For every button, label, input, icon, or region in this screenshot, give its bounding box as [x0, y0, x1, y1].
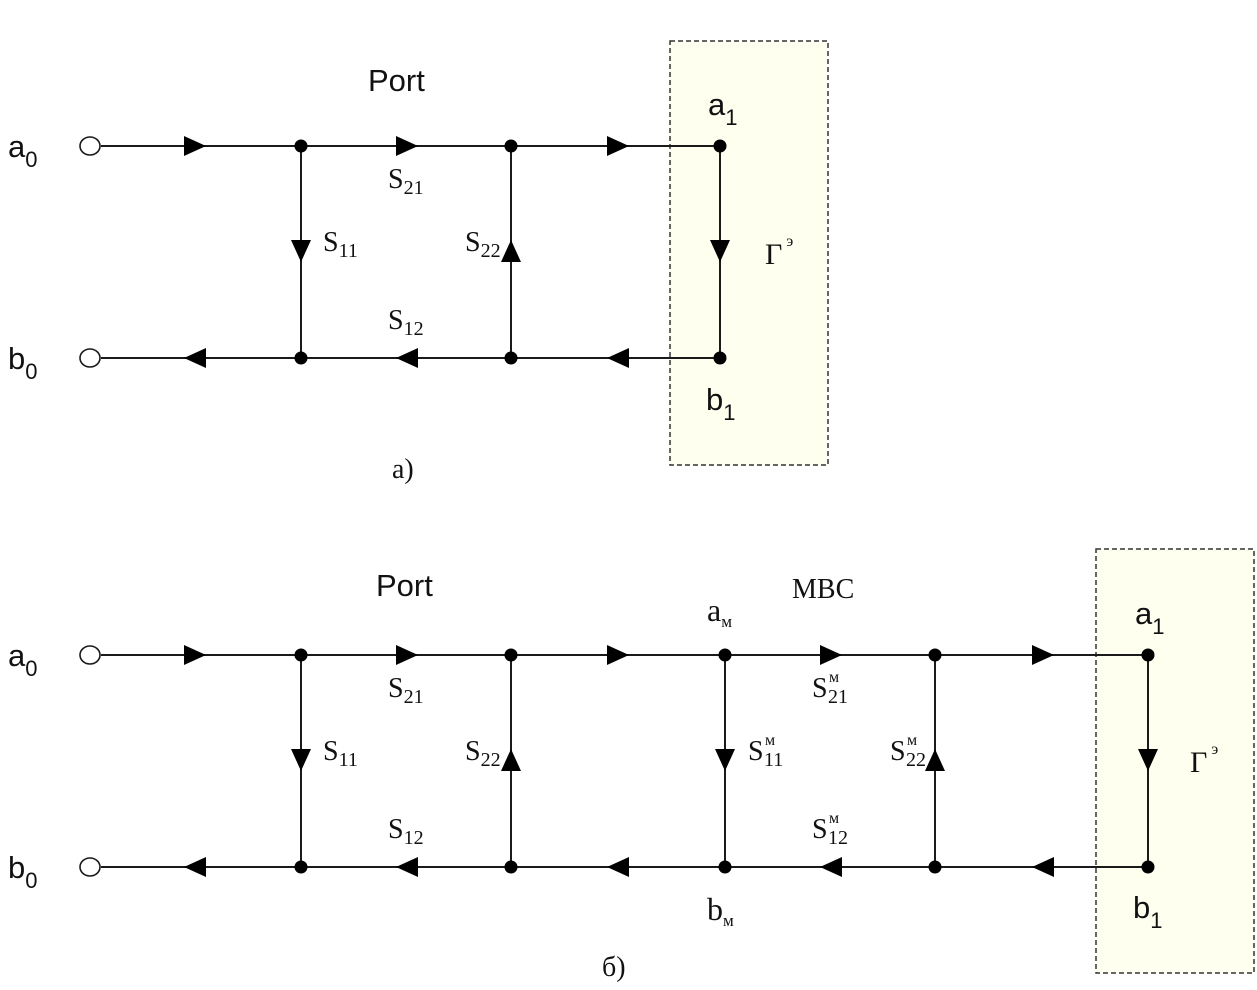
node-a1 [713, 139, 727, 153]
caption-a: а) [392, 454, 414, 485]
label-s21m: S м 21 [812, 669, 848, 708]
diagram-b: Port МВС a0 b0 S21 S11 S22 S12 aм bм S м… [8, 548, 1255, 983]
input-port-a0 [79, 645, 101, 665]
label-a0: a0 [8, 638, 38, 681]
svg-text:11: 11 [764, 749, 783, 771]
port-title: Port [368, 63, 425, 98]
arrow-left-icon [1032, 857, 1054, 877]
label-s12: S12 [388, 814, 424, 849]
label-s11m: S м 11 [748, 732, 783, 771]
node-b1 [1141, 860, 1155, 874]
arrow-up-icon [501, 749, 521, 771]
label-s22: S22 [465, 736, 501, 771]
node [294, 351, 308, 365]
arrow-right-icon [820, 645, 842, 665]
svg-text:S: S [812, 814, 828, 845]
node [504, 351, 518, 365]
arrow-down-icon [710, 240, 730, 262]
arrow-left-icon [396, 348, 418, 368]
arrow-right-icon [184, 645, 206, 665]
label-bm: bм [707, 891, 734, 930]
arrow-up-icon [925, 749, 945, 771]
arrow-left-icon [607, 348, 629, 368]
arrow-left-icon [396, 857, 418, 877]
svg-text:S: S [748, 736, 764, 767]
label-s11: S11 [323, 227, 358, 262]
input-port-b0 [79, 857, 101, 877]
arrow-down-icon [291, 240, 311, 262]
load-box [669, 40, 829, 466]
arrow-right-icon [184, 136, 206, 156]
node [294, 648, 308, 662]
arrow-right-icon [396, 136, 418, 156]
node [928, 860, 942, 874]
node-b1 [713, 351, 727, 365]
arrow-left-icon [184, 348, 206, 368]
arrow-right-icon [396, 645, 418, 665]
label-s22: S22 [465, 227, 501, 262]
node [504, 648, 518, 662]
node-a1 [1141, 648, 1155, 662]
label-b0: b0 [8, 850, 38, 893]
arrow-right-icon [607, 645, 629, 665]
port-title: Port [376, 568, 433, 603]
node [928, 648, 942, 662]
node-bm [718, 860, 732, 874]
label-s12m: S м 12 [812, 810, 848, 849]
node [504, 139, 518, 153]
arrow-left-icon [184, 857, 206, 877]
node-am [718, 648, 732, 662]
input-port-b0 [79, 348, 101, 368]
svg-text:12: 12 [828, 827, 848, 849]
label-s12: S12 [388, 305, 424, 340]
svg-text:м: м [907, 732, 917, 749]
label-a1: a1 [1135, 596, 1165, 639]
label-a1: a1 [708, 87, 738, 130]
svg-text:21: 21 [828, 686, 848, 708]
label-b1: b1 [706, 382, 736, 425]
node [294, 860, 308, 874]
arrow-right-icon [607, 136, 629, 156]
label-s21: S21 [388, 164, 424, 199]
label-b1: b1 [1133, 890, 1163, 933]
arrow-down-icon [1138, 749, 1158, 771]
arrow-left-icon [607, 857, 629, 877]
label-s11: S11 [323, 736, 358, 771]
label-b0: b0 [8, 341, 38, 384]
node [504, 860, 518, 874]
arrow-right-icon [1032, 645, 1054, 665]
arrow-up-icon [501, 240, 521, 262]
mbc-title: МВС [792, 574, 854, 605]
node [294, 139, 308, 153]
arrow-down-icon [291, 749, 311, 771]
svg-text:м: м [829, 669, 839, 686]
label-s21: S21 [388, 673, 424, 708]
label-a0: a0 [8, 129, 38, 172]
arrow-left-icon [820, 857, 842, 877]
input-port-a0 [79, 136, 101, 156]
svg-text:S: S [812, 673, 828, 704]
svg-text:м: м [765, 732, 775, 749]
svg-text:22: 22 [906, 749, 926, 771]
caption-b: б) [602, 952, 626, 983]
label-am: aм [707, 592, 732, 631]
load-box [1095, 548, 1255, 974]
label-s22m: S м 22 [890, 732, 926, 771]
svg-text:S: S [890, 736, 906, 767]
arrow-down-icon [715, 749, 735, 771]
svg-text:м: м [829, 810, 839, 827]
